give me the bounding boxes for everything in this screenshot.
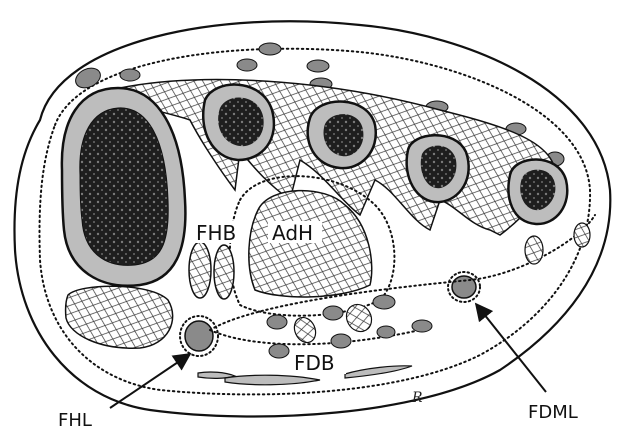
- label-adh: AdH: [272, 221, 313, 245]
- label-fdml: FDML: [528, 402, 578, 423]
- metatarsal-2-bone: [203, 85, 274, 160]
- metatarsal-4-bone: [407, 135, 469, 202]
- label-fhl: FHL: [58, 410, 92, 431]
- artist-signature: R: [411, 390, 423, 406]
- label-fdb: FDB: [294, 351, 335, 375]
- metatarsal-3-bone: [308, 102, 376, 169]
- metatarsal-5-bone: [508, 159, 567, 224]
- label-fhb: FHB: [196, 221, 236, 245]
